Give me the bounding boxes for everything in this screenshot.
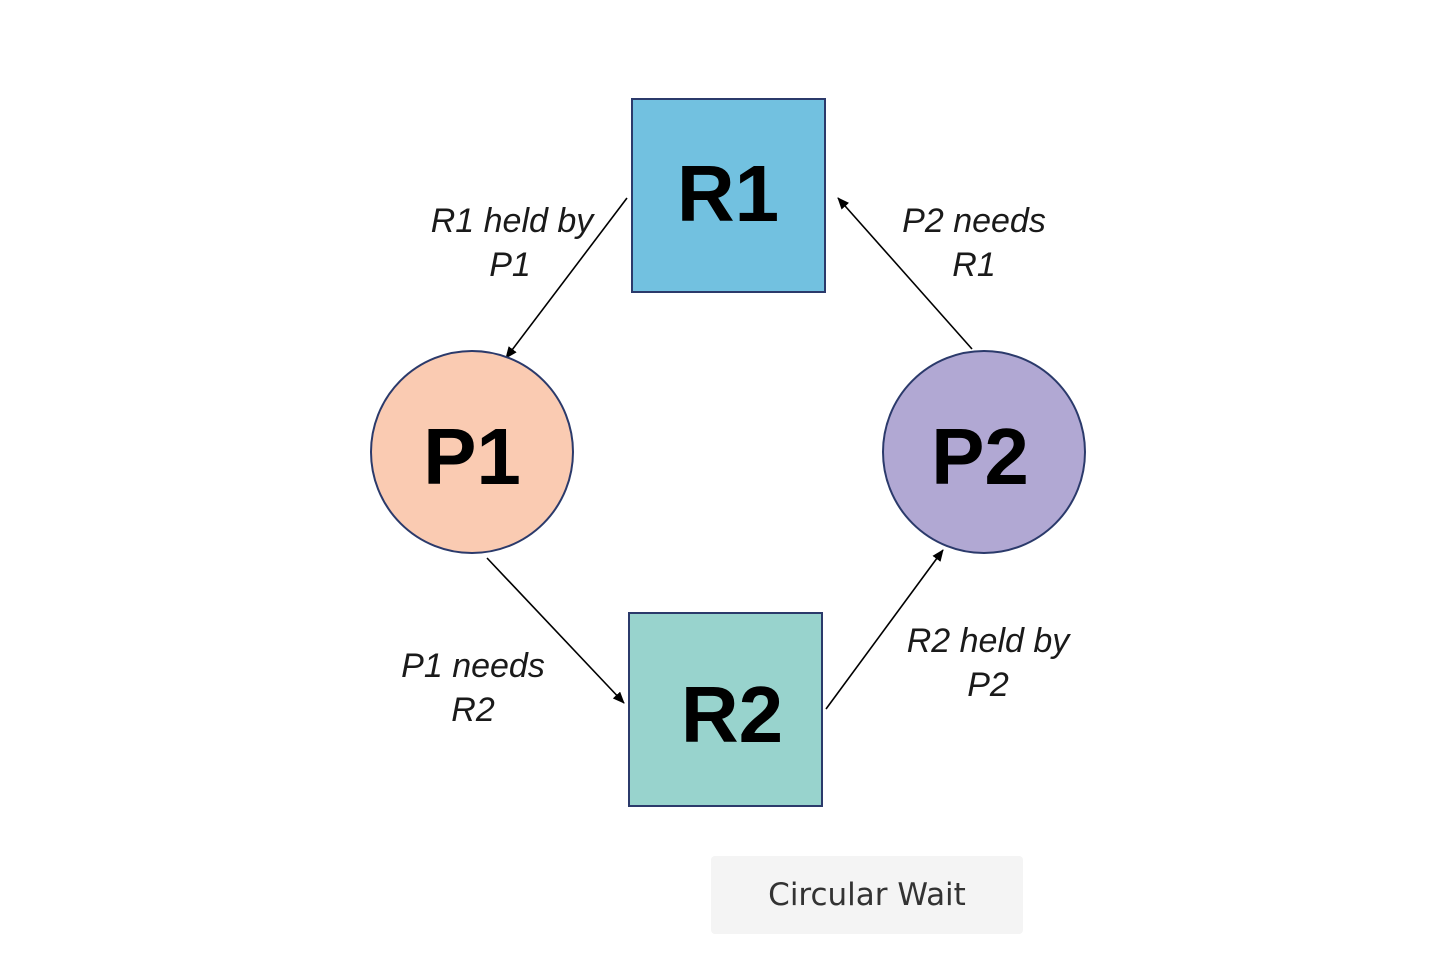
edge-label-r1-p1: R1 held by P1 [431,202,596,284]
process-p1-circle [370,350,574,554]
resource-r2-label: R2 [681,670,783,759]
edge-label-r2-p2-line2: P2 [967,666,1009,704]
edge-label-p1-r2: P1 needs R2 [401,647,545,729]
edge-label-r1-p1-line1: R1 held by [431,202,596,240]
resource-r1-box [631,98,826,293]
process-p2-node: P2 [882,350,1086,554]
edge-label-p2-r1: P2 needs R1 [902,202,1046,284]
resource-r1-label: R1 [677,149,779,238]
edge-label-p1-r2-line1: P1 needs [401,647,545,685]
process-p1-label: P1 [423,412,521,501]
resource-r2-node: R2 [628,612,823,807]
edge-label-r2-p2: R2 held by P2 [907,622,1072,704]
arrow-p2-to-r1 [837,197,973,350]
arrow-p1-to-r2 [486,557,625,704]
edge-label-p2-r1-line2: R1 [952,246,995,284]
process-p1-node: P1 [370,350,574,554]
process-p2-label: P2 [931,412,1029,501]
arrow-r2-to-p2 [825,549,944,710]
edge-label-p2-r1-line1: P2 needs [902,202,1046,240]
arrow-r1-to-p1 [505,197,628,359]
caption-text: Circular Wait [768,877,966,913]
edge-label-r2-p2-line1: R2 held by [907,622,1072,660]
edge-label-r1-p1-line2: P1 [489,246,531,284]
resource-r2-box [628,612,823,807]
caption-box: Circular Wait [711,856,1023,934]
edge-label-p1-r2-line2: R2 [451,691,495,729]
process-p2-circle [882,350,1086,554]
resource-r1-node: R1 [631,98,826,293]
